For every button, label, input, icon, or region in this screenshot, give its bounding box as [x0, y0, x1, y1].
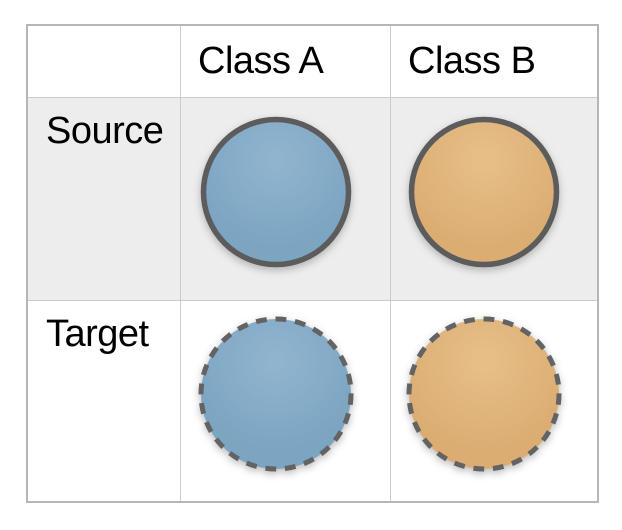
- target-class-a-circle: [198, 316, 353, 472]
- class-a-header-label: Class A: [198, 40, 324, 82]
- class-b-header-label: Class B: [408, 40, 536, 82]
- target-row-label: Target: [46, 313, 149, 355]
- target-row-label-cell: Target: [28, 301, 181, 501]
- source-target-class-matrix: Class A Class B Source Target: [26, 24, 599, 503]
- source-class-b-cell: [391, 98, 597, 301]
- header-blank-cell: [28, 26, 181, 98]
- target-class-b-circle: [406, 316, 562, 472]
- source-row-label: Source: [46, 110, 164, 152]
- orange-dashed-circle: [406, 316, 562, 472]
- target-class-a-cell: [181, 301, 391, 501]
- source-class-b-circle: [408, 116, 560, 268]
- orange-solid-circle: [408, 116, 560, 268]
- blue-dashed-circle: [198, 316, 353, 472]
- header-class-a-cell: Class A: [181, 26, 391, 98]
- blue-solid-circle: [200, 116, 351, 268]
- source-row-label-cell: Source: [28, 98, 181, 301]
- header-class-b-cell: Class B: [391, 26, 597, 98]
- source-class-a-cell: [181, 98, 391, 301]
- target-class-b-cell: [391, 301, 597, 501]
- source-class-a-circle: [200, 116, 351, 268]
